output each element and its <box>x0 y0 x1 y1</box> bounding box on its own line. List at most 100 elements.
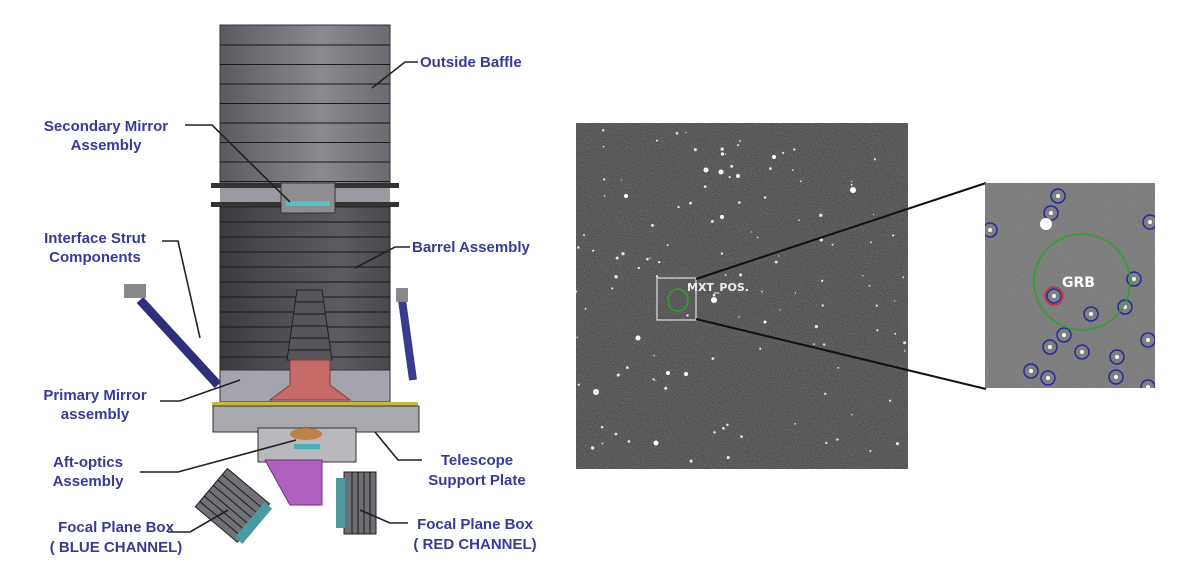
inset-star <box>1115 355 1119 359</box>
star <box>870 241 872 244</box>
star <box>894 332 897 335</box>
label-focal-blue-line2: ( BLUE CHANNEL) <box>50 539 183 556</box>
star <box>603 178 606 181</box>
catalog-star-marker <box>1050 188 1066 204</box>
star <box>793 148 796 151</box>
star <box>590 446 595 450</box>
star <box>621 252 625 256</box>
star <box>763 320 767 324</box>
star <box>825 441 828 444</box>
right-interface-strut <box>398 299 417 381</box>
star <box>799 180 802 183</box>
star <box>724 153 727 155</box>
star <box>768 167 772 171</box>
label-focal-blue-line1: Focal Plane Box <box>58 519 175 536</box>
star <box>889 399 892 402</box>
star <box>675 131 679 135</box>
star <box>851 413 853 416</box>
star <box>653 440 659 446</box>
star <box>664 386 668 390</box>
inset-star <box>1062 333 1066 337</box>
left-strut-bracket <box>124 284 146 298</box>
grb-error-circle <box>1033 233 1131 331</box>
star <box>720 252 724 255</box>
catalog-star-marker <box>1043 205 1059 221</box>
inset-star <box>1146 385 1150 388</box>
star <box>635 335 641 341</box>
catalog-star-marker <box>1142 214 1155 230</box>
inset-star <box>1080 350 1084 354</box>
star <box>726 423 729 427</box>
star <box>813 343 815 346</box>
star <box>601 442 604 445</box>
star <box>614 432 618 436</box>
star <box>720 152 725 156</box>
star <box>726 456 730 460</box>
star <box>592 249 595 252</box>
star <box>822 343 826 346</box>
star <box>819 213 823 217</box>
star <box>718 169 724 175</box>
star <box>821 304 824 307</box>
star <box>653 379 656 381</box>
star <box>738 316 740 318</box>
inset-star <box>1052 294 1056 298</box>
inset-bright-star <box>1040 218 1052 230</box>
star <box>689 459 693 463</box>
star <box>814 324 819 329</box>
label-support-plate-line1: Telescope <box>441 452 513 469</box>
star <box>791 169 794 171</box>
inset-star <box>1056 194 1060 198</box>
star <box>655 275 659 278</box>
inset-star <box>1048 345 1052 349</box>
star <box>724 274 727 276</box>
star <box>652 378 655 380</box>
star <box>738 201 741 204</box>
star <box>794 292 797 294</box>
catalog-star-marker <box>985 222 998 238</box>
blue-box-fin <box>212 484 252 518</box>
label-interface-strut-line2: Components <box>49 249 141 266</box>
star <box>646 257 649 261</box>
inset-star <box>1146 338 1150 342</box>
star <box>625 366 629 370</box>
aft-optics-element <box>294 444 320 449</box>
central-baffle-cone <box>286 289 333 361</box>
telescope-drawing <box>124 24 420 544</box>
star <box>583 233 585 236</box>
blue-box-fin <box>221 474 261 508</box>
star <box>666 244 669 246</box>
star <box>713 431 716 434</box>
star <box>798 219 800 221</box>
inset-star <box>1132 277 1136 281</box>
star <box>693 148 697 152</box>
star <box>850 183 853 186</box>
label-outside-baffle: Outside Baffle <box>420 54 522 71</box>
aft-optics-lens <box>290 428 322 440</box>
star <box>902 276 905 279</box>
star <box>712 293 716 297</box>
star <box>869 449 872 453</box>
star <box>893 300 896 302</box>
star <box>686 314 689 317</box>
star <box>903 341 907 345</box>
star <box>819 238 823 242</box>
star <box>653 354 655 357</box>
star <box>658 260 661 264</box>
blue-box-fin <box>199 501 239 534</box>
star <box>620 179 622 181</box>
grb-candidate-circle <box>1044 286 1064 306</box>
mxt-position-box <box>656 277 697 321</box>
star <box>873 158 876 161</box>
secondary-mirror-optic <box>286 201 330 206</box>
catalog-star-marker <box>1074 344 1090 360</box>
inset-star <box>1049 211 1053 215</box>
star <box>850 187 856 193</box>
star <box>831 243 834 246</box>
inset-star <box>988 228 992 232</box>
star <box>584 307 587 310</box>
star <box>600 425 604 429</box>
zoom-line-top <box>695 182 987 280</box>
star <box>750 231 752 233</box>
left-interface-strut <box>136 296 222 389</box>
